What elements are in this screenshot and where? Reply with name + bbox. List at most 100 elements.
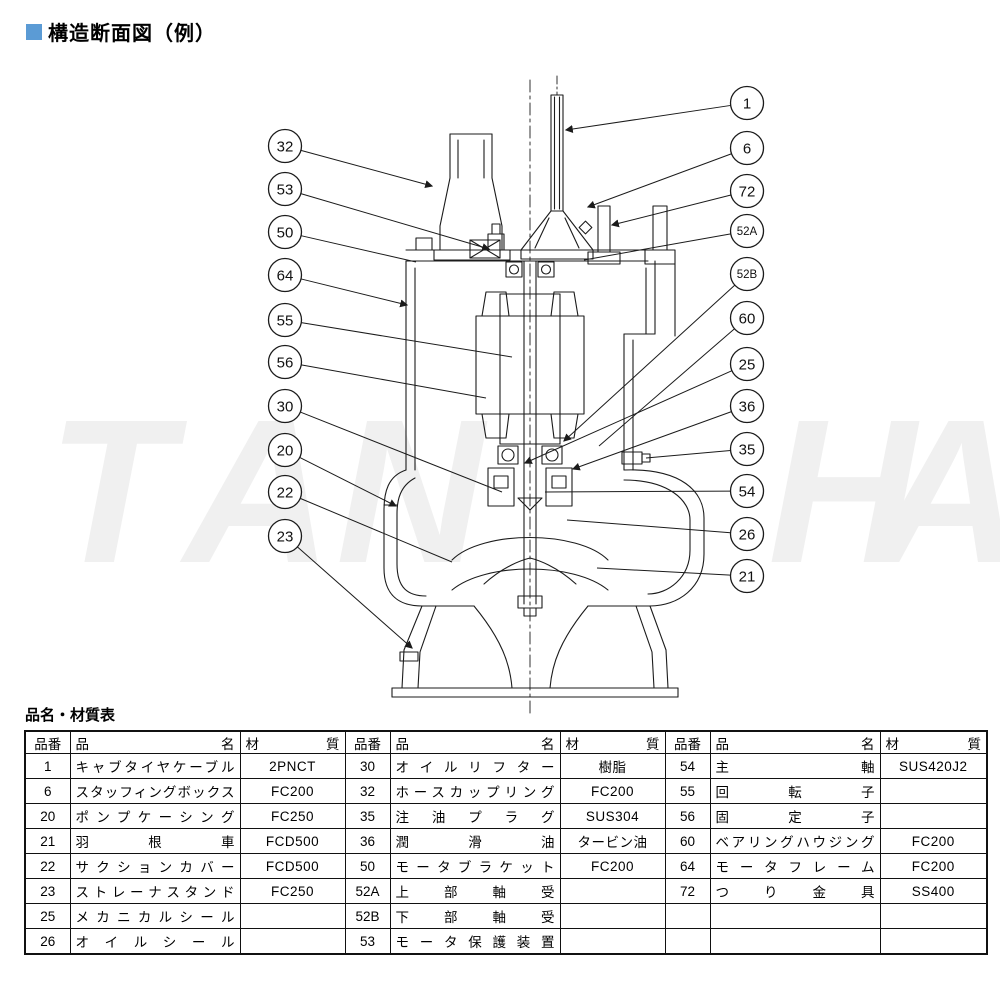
header-cell: 材質	[239, 730, 346, 754]
part-no-cell: 30	[344, 753, 391, 779]
table-title: 品名・材質表	[25, 707, 116, 724]
material-cell: FC200	[559, 778, 666, 804]
part-name-cell: モータブラケット	[389, 853, 561, 879]
callout-label-23: 23	[277, 528, 294, 545]
pump-drawing	[383, 75, 705, 715]
material-cell: タービン油	[559, 828, 666, 854]
part-no-cell: 22	[24, 853, 71, 879]
cabtyre-cable	[550, 75, 564, 212]
leader-line-53	[300, 193, 491, 251]
leader-line-32	[300, 149, 434, 189]
callout-label-1: 1	[743, 95, 751, 112]
leader-line-52B	[563, 284, 736, 442]
callout-balloon-53	[267, 171, 303, 207]
part-name-cell: ポンプケーシング	[69, 803, 241, 829]
seal-chamber	[487, 467, 573, 511]
lifting-hanger	[587, 205, 676, 337]
callout-balloon-54	[729, 473, 765, 509]
leader-line-22	[300, 497, 453, 563]
leader-line-25	[523, 370, 733, 464]
callout-balloon-56	[267, 344, 303, 380]
callout-label-53: 53	[277, 181, 294, 198]
oil-plug	[621, 451, 651, 465]
part-no-cell: 54	[664, 753, 711, 779]
part-no-cell: 26	[24, 928, 71, 955]
part-name-cell: 羽根車	[69, 828, 241, 854]
part-name-cell: 潤滑油	[389, 828, 561, 854]
part-no-cell: 53	[344, 928, 391, 955]
part-no-cell: 1	[24, 753, 71, 779]
motor-protector	[469, 239, 501, 259]
callout-balloon-25	[729, 346, 765, 382]
part-no-cell: 60	[664, 828, 711, 854]
part-no-cell: 25	[24, 903, 71, 929]
part-name-cell: メカニカルシール	[69, 903, 241, 929]
material-cell: 樹脂	[559, 753, 666, 779]
part-no-cell: 36	[344, 828, 391, 854]
callout-balloon-50	[267, 214, 303, 250]
leader-line-54	[544, 490, 731, 493]
part-name-cell: 主軸	[709, 753, 881, 779]
material-cell	[239, 903, 346, 929]
material-cell: SS400	[879, 878, 988, 904]
leader-line-23	[297, 546, 413, 649]
material-cell: FC200	[879, 828, 988, 854]
part-name-cell	[709, 903, 881, 929]
leader-line-50	[300, 235, 417, 263]
part-no-cell: 52A	[344, 878, 391, 904]
part-name-cell: スタッフィングボックス	[69, 778, 241, 804]
header-cell: 材質	[879, 730, 988, 754]
callout-label-60: 60	[739, 310, 756, 327]
part-name-cell: オイルシール	[69, 928, 241, 955]
callout-label-22: 22	[277, 484, 294, 501]
callout-balloon-1	[729, 85, 765, 121]
part-no-cell: 50	[344, 853, 391, 879]
leader-line-36	[571, 411, 732, 471]
material-cell: FC200	[879, 853, 988, 879]
part-no-cell: 21	[24, 828, 71, 854]
part-name-cell: つり金具	[709, 878, 881, 904]
callout-label-30: 30	[277, 398, 294, 415]
part-name-cell	[709, 928, 881, 955]
part-name-cell: 注油プラグ	[389, 803, 561, 829]
callout-label-52A: 52A	[737, 226, 758, 238]
material-cell	[559, 903, 666, 929]
strainer-stand	[391, 605, 679, 698]
leader-line-60	[598, 328, 735, 447]
callout-balloon-20	[267, 432, 303, 468]
callout-label-36: 36	[739, 398, 756, 415]
part-name-cell: 固定子	[709, 803, 881, 829]
part-name-cell: ベアリングハウジング	[709, 828, 881, 854]
leader-line-52A	[583, 233, 731, 261]
leader-line-64	[300, 278, 409, 308]
part-no-cell: 72	[664, 878, 711, 904]
callout-balloon-6	[729, 130, 765, 166]
leader-line-6	[586, 153, 732, 209]
leader-line-56	[301, 364, 487, 399]
rotor	[499, 293, 561, 445]
material-cell: FCD500	[239, 853, 346, 879]
callout-balloon-26	[729, 516, 765, 552]
header-cell: 品番	[24, 730, 71, 754]
header-cell: 材質	[559, 730, 666, 754]
part-name-cell: 下部軸受	[389, 903, 561, 929]
part-no-cell: 20	[24, 803, 71, 829]
callout-balloon-21	[729, 558, 765, 594]
part-no-cell: 52B	[344, 903, 391, 929]
callout-label-26: 26	[739, 526, 756, 543]
material-cell	[879, 903, 988, 929]
part-no-cell: 64	[664, 853, 711, 879]
material-cell	[559, 928, 666, 955]
upper-bearing	[505, 261, 555, 278]
header-cell: 品名	[69, 730, 241, 754]
callout-label-25: 25	[739, 356, 756, 373]
part-no-cell: 23	[24, 878, 71, 904]
callout-balloon-55	[267, 302, 303, 338]
callout-balloon-52B	[729, 256, 765, 292]
